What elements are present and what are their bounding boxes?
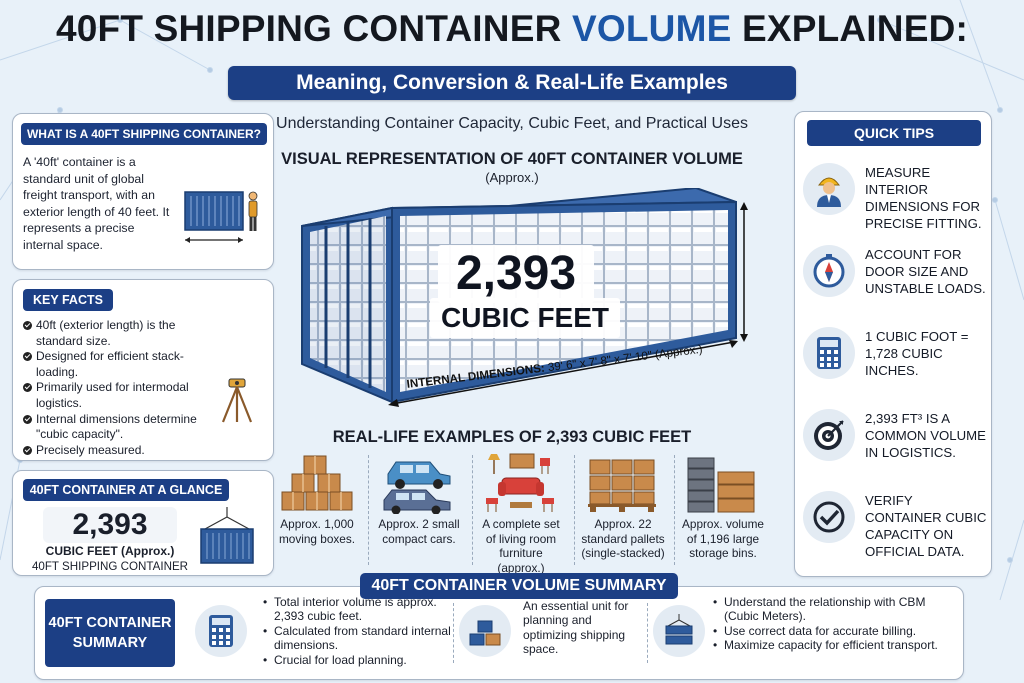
tagline: Understanding Container Capacity, Cubic … (276, 115, 748, 132)
title-prefix: 40FT SHIPPING CONTAINER (55, 8, 572, 49)
what-is-text: A '40ft' container is a standard unit of… (23, 155, 170, 252)
survey-tripod-icon (221, 378, 253, 423)
worker-icon (817, 177, 841, 207)
hoisted-container-icon (665, 614, 693, 645)
volume-value: 2,393 (455, 247, 577, 300)
example-item-storage-bins: Approx. volume of 1,196 large storage bi… (678, 452, 768, 561)
tip-text: 2,393 FT³ IS A COMMON VOLUME IN LOGISTIC… (865, 411, 986, 460)
tip-item: VERIFY CONTAINER CUBIC CAPACITY ON OFFIC… (801, 488, 989, 559)
list-item: Internal dimensions determine "cubic cap… (23, 412, 219, 443)
tip-item: 2,393 FT³ IS A COMMON VOLUME IN LOGISTIC… (801, 406, 989, 476)
summary-card: 40FT CONTAINER SUMMARY Total interior vo… (34, 586, 964, 680)
storage-bins-icon (687, 457, 755, 513)
tip-text: 1 CUBIC FOOT = 1,728 CUBIC INCHES. (865, 329, 969, 378)
page-title: 40FT SHIPPING CONTAINER VOLUME EXPLAINED… (0, 8, 1024, 50)
tip-item: MEASURE INTERIOR DIMENSIONS FOR PRECISE … (801, 160, 989, 231)
pallets-icon (588, 459, 656, 512)
example-text: A complete set of living room furniture … (482, 517, 560, 575)
glance-unit: CUBIC FEET (Approx.) (45, 544, 175, 558)
container-with-person-icon (184, 191, 258, 243)
summary-heading: 40FT CONTAINER VOLUME SUMMARY (360, 573, 678, 599)
key-facts-list: 40ft (exterior length) is the standard s… (23, 318, 219, 458)
quick-tips-card: QUICK TIPS MEASURE INTERIOR DIMENSIONS F… (794, 111, 992, 577)
checkmark-icon (813, 501, 845, 533)
living-room-furniture-icon (486, 453, 554, 512)
list-item: Understand the relationship with CBM (Cu… (713, 595, 959, 624)
title-suffix: EXPLAINED: (731, 8, 969, 49)
example-divider (574, 455, 575, 565)
compass-icon (813, 254, 845, 288)
glance-heading: 40FT CONTAINER AT A GLANCE (23, 479, 229, 501)
list-item: Maximize capacity for efficient transpor… (713, 638, 959, 653)
tip-text: VERIFY CONTAINER CUBIC CAPACITY ON OFFIC… (865, 493, 987, 559)
list-item: 40ft (exterior length) is the standard s… (23, 318, 219, 349)
summary-label: 40FT CONTAINER SUMMARY (45, 599, 175, 667)
example-item-cars: Approx. 2 small compact cars. (374, 452, 464, 546)
summary-essential-text: An essential unit for planning and optim… (523, 599, 629, 657)
list-item: Precisely measured. (23, 443, 219, 459)
glance-value: 2,393 (43, 507, 177, 543)
tip-text: MEASURE INTERIOR DIMENSIONS FOR PRECISE … (865, 165, 982, 231)
list-item: Total interior volume is approx. 2,393 c… (263, 595, 453, 624)
calculator-icon (817, 337, 841, 369)
moving-boxes-icon (281, 455, 353, 511)
key-facts-card: KEY FACTS 40ft (exterior length) is the … (12, 279, 274, 461)
example-divider (472, 455, 473, 565)
example-divider (368, 455, 369, 565)
hoisted-container-icon (200, 507, 254, 564)
calculator-icon (209, 615, 233, 647)
example-divider (674, 455, 675, 565)
example-item-moving-boxes: Approx. 1,000 moving boxes. (272, 452, 362, 546)
summary-list-cbm: Understand the relationship with CBM (Cu… (713, 595, 959, 653)
stacked-containers-icon (469, 620, 501, 646)
glance-subtitle: 40FT SHIPPING CONTAINER (31, 560, 189, 573)
list-item: Calculated from standard internal dimens… (263, 624, 453, 653)
example-item-furniture: A complete set of living room furniture … (476, 452, 566, 575)
example-item-pallets: Approx. 22 standard pallets (single-stac… (578, 452, 668, 561)
summary-divider (453, 603, 454, 663)
visual-approx-label: (Approx.) (485, 170, 539, 185)
tip-item: ACCOUNT FOR DOOR SIZE AND UNSTABLE LOADS… (801, 242, 989, 312)
target-icon (814, 420, 844, 450)
summary-divider (647, 603, 648, 663)
visual-title: VISUAL REPRESENTATION OF 40FT CONTAINER … (281, 150, 743, 168)
examples-title: REAL-LIFE EXAMPLES OF 2,393 CUBIC FEET (332, 428, 692, 446)
tip-text: ACCOUNT FOR DOOR SIZE AND UNSTABLE LOADS… (865, 247, 986, 296)
tip-item: 1 CUBIC FOOT = 1,728 CUBIC INCHES. (801, 324, 989, 394)
example-text: Approx. 22 standard pallets (single-stac… (581, 517, 665, 561)
quick-tips-heading: QUICK TIPS (807, 120, 981, 146)
compact-cars-icon (383, 461, 451, 514)
example-text: Approx. volume of 1,196 large storage bi… (682, 517, 764, 561)
summary-list-volume: Total interior volume is approx. 2,393 c… (263, 595, 453, 667)
volume-unit: CUBIC FEET (441, 302, 609, 333)
example-text: Approx. 1,000 moving boxes. (278, 517, 356, 546)
glance-card: 40FT CONTAINER AT A GLANCE 2,393 CUBIC F… (12, 470, 274, 576)
list-item: Designed for efficient stack-loading. (23, 349, 219, 380)
title-accent: VOLUME (571, 8, 732, 49)
list-item: Crucial for load planning. (263, 653, 453, 668)
volume-unit-backdrop (430, 298, 620, 338)
what-is-card: WHAT IS A 40FT SHIPPING CONTAINER? A '40… (12, 113, 274, 270)
what-is-heading: WHAT IS A 40FT SHIPPING CONTAINER? (21, 123, 267, 145)
volume-value-backdrop (438, 245, 594, 303)
example-text: Approx. 2 small compact cars. (378, 517, 460, 546)
subtitle-banner: Meaning, Conversion & Real-Life Examples (228, 66, 796, 100)
key-facts-heading: KEY FACTS (23, 289, 113, 311)
list-item: Use correct data for accurate billing. (713, 624, 959, 639)
list-item: Primarily used for intermodal logistics. (23, 380, 219, 411)
